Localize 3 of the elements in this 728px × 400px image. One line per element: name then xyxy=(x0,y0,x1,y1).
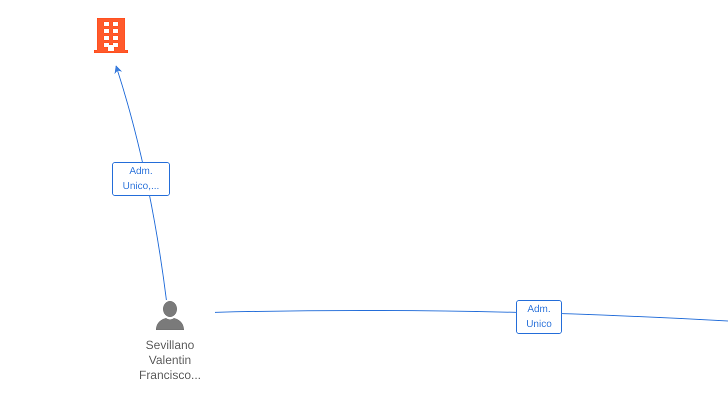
edge-label: Adm. Unico,... xyxy=(112,162,170,196)
edge-label: Adm. Unico xyxy=(516,300,562,334)
person-name: Sevillano Valentin Francisco... xyxy=(138,338,202,383)
